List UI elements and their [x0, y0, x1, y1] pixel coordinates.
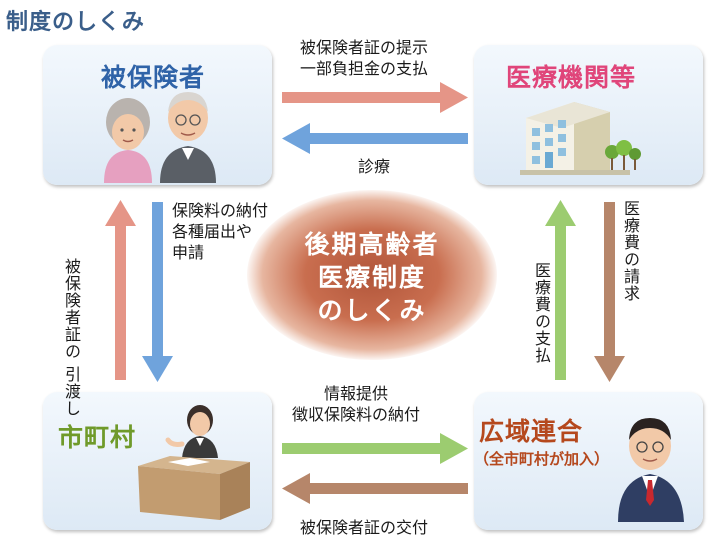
- arrow-medical-to-union: [594, 202, 625, 382]
- union-subtitle: （全市町村が加入）: [474, 450, 610, 468]
- page-title: 制度のしくみ: [6, 10, 145, 35]
- insured-to-medical-line-2: 一部負担金の支払: [300, 59, 429, 78]
- municipality-to-insured-label: 被保険者証の 引渡し: [60, 258, 82, 417]
- insured-to-municipality-line-2: 各種届出や: [172, 222, 253, 241]
- official-man-illustration: [618, 418, 684, 522]
- arrow-union-to-medical: [545, 200, 576, 380]
- municipality-title: 市町村: [58, 423, 137, 452]
- arrow-union-to-municipality: [282, 473, 468, 504]
- medical-to-union-label: 医療費の請求: [619, 200, 641, 302]
- arrow-insured-to-medical: [282, 82, 468, 113]
- union-to-municipality-label: 被保険者証の交付: [300, 518, 429, 537]
- center-line-3: のしくみ: [317, 296, 427, 325]
- center-title: 後期高齢者 医療制度 のしくみ: [247, 228, 497, 327]
- medical-title: 医療機関等: [506, 63, 637, 92]
- center-line-1: 後期高齢者: [304, 230, 440, 259]
- union-to-medical-label: 医療費の支払: [530, 262, 552, 364]
- medical-to-union-line-1: 医療費の請求: [621, 200, 640, 302]
- union-title: 広域連合: [479, 417, 584, 446]
- municipality-to-union-line-2: 徴収保険料の納付: [292, 405, 421, 424]
- municipality-to-insured-line-2: 引渡し: [62, 366, 81, 418]
- insured-to-medical-label: 被保険者証の提示 一部負担金の支払: [300, 37, 428, 79]
- insured-to-municipality-line-1: 保険料の納付: [172, 201, 269, 220]
- municipality-to-union-label: 情報提供 徴収保険料の納付: [292, 383, 420, 425]
- medical-to-insured-label: 診療: [358, 157, 391, 176]
- hospital-building-illustration: [520, 102, 641, 175]
- insured-to-medical-line-1: 被保険者証の提示: [300, 38, 429, 57]
- insured-box: [43, 45, 272, 185]
- union-to-medical-line-1: 医療費の支払: [532, 262, 551, 364]
- insured-to-municipality-label: 保険料の納付 各種届出や 申請: [172, 200, 268, 263]
- municipality-to-union-line-1: 情報提供: [324, 384, 389, 403]
- municipality-to-insured-line-1: 被保険者証の: [62, 258, 81, 360]
- clerk-desk-illustration: [138, 405, 250, 520]
- insured-title: 被保険者: [101, 63, 206, 92]
- arrow-municipality-to-union: [282, 433, 468, 464]
- elderly-couple-illustration: [104, 92, 216, 183]
- center-line-2: 医療制度: [317, 263, 426, 292]
- arrow-medical-to-insured: [282, 123, 468, 154]
- center-glow: [247, 190, 497, 360]
- arrow-insured-to-municipality: [142, 202, 173, 382]
- insured-to-municipality-line-3: 申請: [172, 243, 205, 262]
- arrow-municipality-to-insured: [105, 200, 136, 380]
